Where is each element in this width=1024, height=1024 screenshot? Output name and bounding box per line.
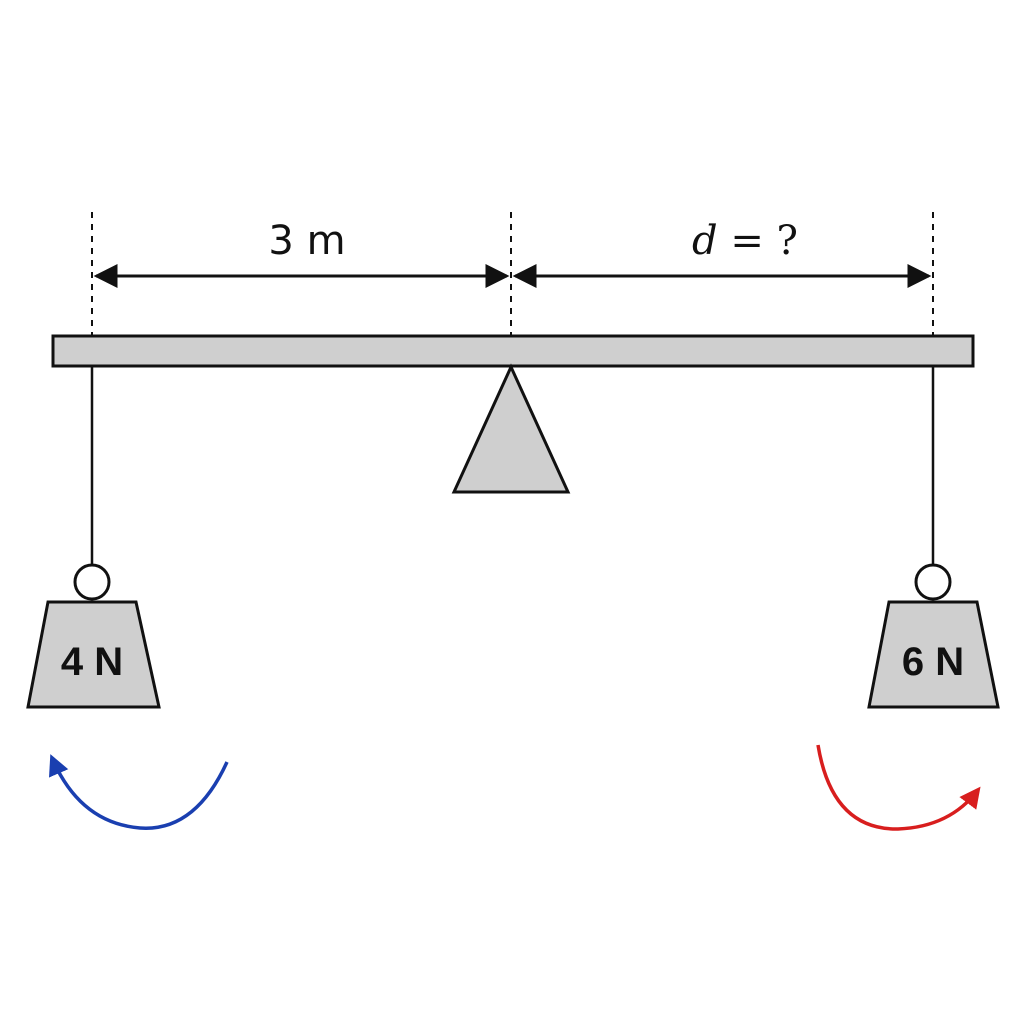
fulcrum-triangle — [451, 363, 571, 494]
right-weight-label: 6 N — [902, 640, 964, 684]
clockwise-arrow-icon — [816, 744, 981, 831]
right-distance-symbol: d — [692, 218, 718, 264]
right-distance-unknown: = ? — [718, 218, 798, 264]
right-hook-ring — [914, 563, 952, 601]
left-weight-block — [26, 600, 161, 709]
left-hook-ring — [73, 563, 111, 601]
right-distance-label: d = ? — [692, 218, 798, 264]
lever-beam — [51, 334, 975, 368]
left-distance-label: 3 m — [268, 218, 345, 264]
right-weight-block — [867, 600, 1000, 709]
left-weight-label: 4 N — [61, 640, 123, 684]
counterclockwise-arrow-icon — [49, 754, 229, 830]
